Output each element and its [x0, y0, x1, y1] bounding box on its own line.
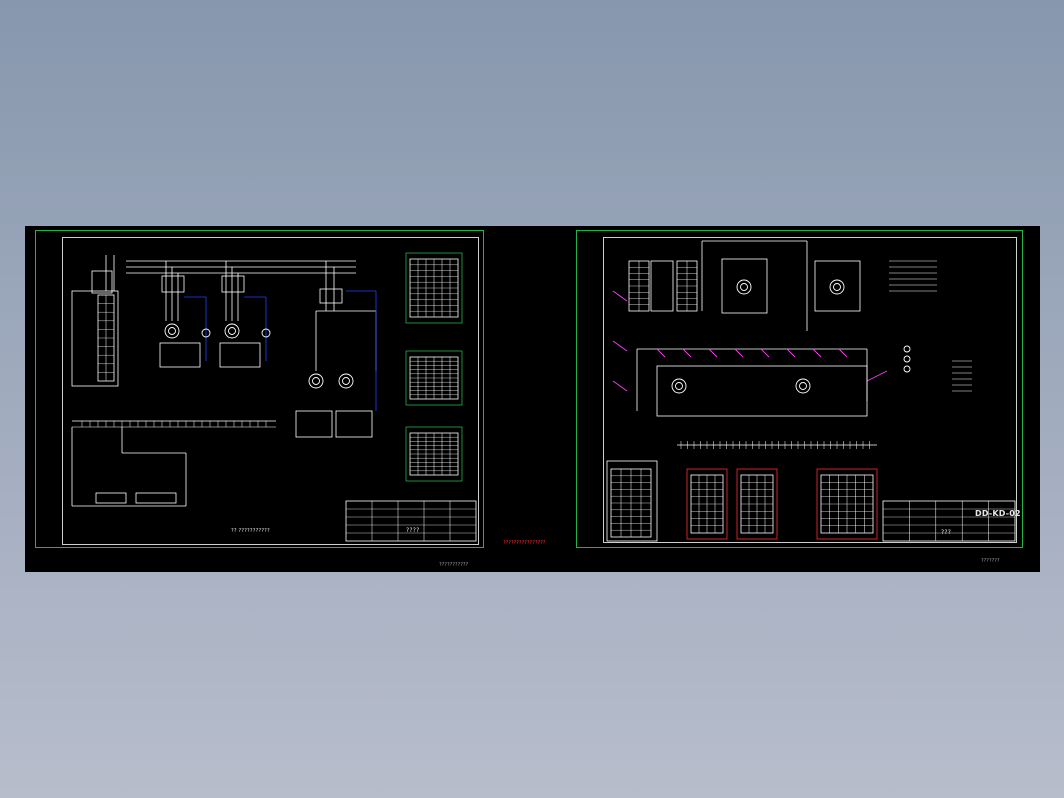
- wire-tag: [838, 348, 848, 358]
- breaker-box: [91, 270, 113, 294]
- motor-branch-1-motor: [164, 323, 180, 339]
- motor-branch-2-motor: [224, 323, 240, 339]
- title-block-right: [882, 500, 1016, 542]
- sheet-bottom-note-left: ?? ???????????: [231, 528, 270, 534]
- drawing-sheet-left: ???? ?? ???????????: [35, 230, 484, 548]
- wire-tag: [682, 348, 692, 358]
- pump-motor-2-core: [342, 377, 350, 385]
- drawing-code: DD-KD-02: [975, 509, 1021, 518]
- pump-contactor: [319, 288, 343, 304]
- wire-tag: [866, 370, 888, 382]
- pump-terminal-box: [295, 410, 333, 438]
- footer-note-right: ???????: [981, 558, 1000, 564]
- pump-motor-1: [308, 373, 324, 389]
- motor-branch-1-terminal-box: [159, 342, 201, 368]
- distribution-box: [656, 365, 868, 417]
- legend-symbol: [903, 355, 911, 363]
- pump-terminal-box: [335, 410, 373, 438]
- motor-branch-1-brake: [201, 328, 211, 338]
- motor-1-core: [740, 283, 748, 291]
- title-block-label-right: ???: [941, 529, 952, 536]
- wire-tag: [760, 348, 770, 358]
- pump-motor-1-core: [312, 377, 320, 385]
- motor-branch-2-terminal-box: [219, 342, 261, 368]
- motor-branch-1-motor-core: [168, 327, 176, 335]
- wire-tag: [612, 380, 628, 392]
- center-annotation: ????????????????: [503, 540, 546, 546]
- red-panel-1: [686, 468, 728, 540]
- control-panel-box: [71, 290, 119, 387]
- motor-branch-1-contactor: [161, 275, 185, 293]
- title-block-left: [345, 500, 477, 542]
- drawing-sheet-right: DD-KD-02 ???: [576, 230, 1023, 548]
- title-block-label-left: ????: [406, 527, 420, 534]
- motor-branch-2-contactor: [221, 275, 245, 293]
- terminal-table-2: [405, 350, 463, 406]
- lower-cabinet: [606, 460, 658, 542]
- wire-tag: [708, 348, 718, 358]
- relay-coil: [95, 492, 127, 504]
- motor-enclosure-2: [814, 260, 861, 312]
- red-panel-2: [736, 468, 778, 540]
- motor-1: [736, 279, 752, 295]
- schematic-left: [71, 252, 477, 542]
- pump-motor-2: [338, 373, 354, 389]
- motor-4: [795, 378, 811, 394]
- motor-2: [829, 279, 845, 295]
- cad-drawing-viewport[interactable]: ???? ?? ??????????? ???????????????? DD-…: [25, 226, 1040, 572]
- motor-branch-2-motor-core: [228, 327, 236, 335]
- motor-3: [671, 378, 687, 394]
- wire-tag: [612, 340, 628, 352]
- legend-symbol: [903, 345, 911, 353]
- footer-note-left: ???????????: [439, 562, 469, 568]
- wire-tag: [812, 348, 822, 358]
- motor-branch-2-brake: [261, 328, 271, 338]
- relay-coil: [135, 492, 177, 504]
- motor-4-core: [799, 382, 807, 390]
- terminal-table-1: [405, 252, 463, 324]
- schematic-right: [606, 240, 1016, 542]
- motor-2-core: [833, 283, 841, 291]
- cabinet-box: [650, 260, 674, 312]
- wire-tag: [786, 348, 796, 358]
- wire-tag: [734, 348, 744, 358]
- drawing-border-left: [62, 237, 479, 545]
- wire-tag: [656, 348, 666, 358]
- legend-symbol: [903, 365, 911, 373]
- red-panel-3: [816, 468, 878, 540]
- motor-enclosure-1: [721, 258, 768, 314]
- drawing-border-right: [603, 237, 1017, 543]
- wire-tag: [612, 290, 628, 302]
- terminal-table-3: [405, 426, 463, 482]
- motor-3-core: [675, 382, 683, 390]
